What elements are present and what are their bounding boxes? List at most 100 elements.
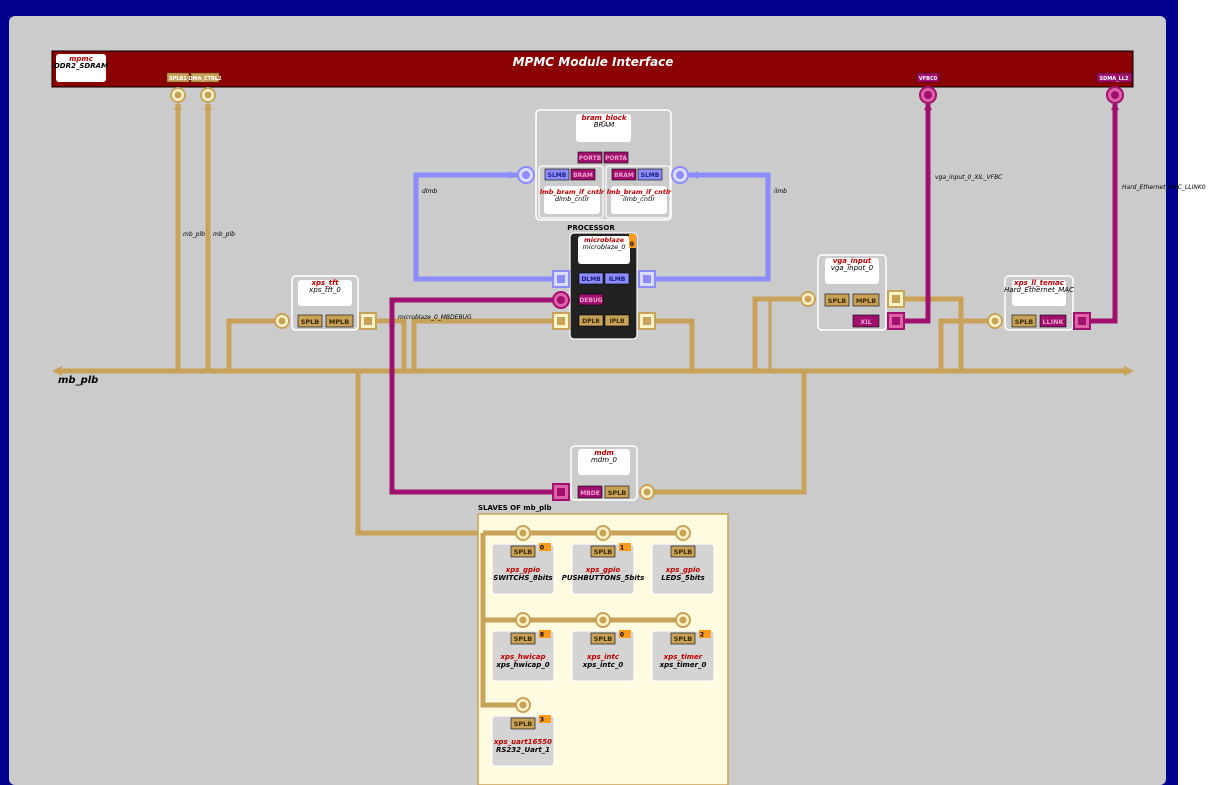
temac-splb-port[interactable] [1011,314,1037,328]
temac-llink-port[interactable] [1039,314,1067,328]
slave-badge [619,543,631,551]
microblaze-iplb-label: IPLB [609,318,624,325]
microblaze-dplb-port[interactable] [578,314,604,327]
dlmb-cntlr-bram-port[interactable] [570,168,596,181]
slave-splb-port[interactable] [590,632,616,645]
slave-splb-port[interactable] [510,717,536,730]
mpmc-port-dma-ctrl2-label: DMA_CTRL2 [188,76,222,82]
ilmb-cntlr-bram-port[interactable] [611,168,637,181]
mb-plb-label: mb_plb [58,375,98,386]
microblaze-label-box [578,236,630,264]
slave-splb-port[interactable] [670,632,696,645]
temac-splb-bus[interactable] [938,318,988,371]
bram-portb-label: PORTB [579,155,602,162]
ilmb-cntlr-slmb-port[interactable] [637,168,663,181]
connector-dot [991,317,999,325]
ilmb-cntlr-label-box [611,186,667,214]
connector-dot [519,701,527,709]
llink-arrow [1111,102,1119,110]
connector-dot [364,317,372,325]
slave-splb-port[interactable] [590,545,616,558]
mpmc-port-splb1[interactable] [166,72,190,83]
slave-type: xps_timer [663,653,703,661]
vga-input-xil-port[interactable] [852,314,880,328]
slave-badge [699,630,711,638]
dplb-bus[interactable] [411,318,554,371]
tft-mplb-bus[interactable] [376,318,407,371]
dlmb-bus[interactable] [413,172,553,282]
slave-badge-text: 1 [620,545,624,552]
debug-label: microblaze_0_MBDEBUG [398,314,472,321]
slave-splb-port[interactable] [510,632,536,645]
mpmc-dma-arrow [204,102,212,110]
slave-name: LEDS_5bits [661,574,704,582]
bram-label-box [576,114,631,142]
mpmc-name: DDR2_SDRAM [54,62,108,70]
diagram-canvas [9,16,1166,785]
tft-splb-bus[interactable] [226,318,282,371]
microblaze-dlmb-label: DLMB [581,276,601,283]
connector-dot [522,171,530,179]
connector-dot [643,275,651,283]
mb-plb-arrow-left [52,366,62,376]
dlmb-cntlr-slmb-port[interactable] [544,168,570,181]
connector-dot [174,91,182,99]
vga-mplb-bus[interactable] [903,296,964,371]
slave-badge [539,630,551,638]
microblaze-dlmb-port[interactable] [578,272,604,285]
mpmc-port-dma-ctrl2[interactable] [190,72,220,83]
xps-tft-mplb-port[interactable] [325,314,354,328]
ilmb-bus[interactable] [656,172,771,282]
connector-dot [599,616,607,624]
mpmc-port-sdma-ll2[interactable] [1096,72,1133,83]
vga-input-mplb-port[interactable] [852,293,880,307]
slave-type: xps_gpio [585,566,621,574]
slave-splb-label: SPLB [594,548,613,556]
vfbc-bus[interactable] [904,104,931,324]
mdm-splb-port[interactable] [604,485,630,499]
mpmc-port-splb1-label: SPLB1 [169,76,187,82]
mb-plb-arrow-right [1124,366,1134,376]
connector-dot [892,317,900,325]
bram-portb[interactable] [577,151,603,164]
xps-tft-splb-label: SPLB [301,318,320,326]
xps-tft-splb-port[interactable] [297,314,323,328]
bram-type: bram_block [581,114,627,122]
mpmc-port-vfbc0[interactable] [916,72,940,83]
slave-splb-port[interactable] [510,545,536,558]
bram-porta[interactable] [603,151,629,164]
microblaze-debug-port[interactable] [578,293,604,306]
slave-badge [539,543,551,551]
slave-badge-text: 8 [540,632,544,639]
mdm-name: mdm_0 [591,456,618,464]
mpmc-port-sdma-ll2-label: SDMA_LL2 [1100,76,1129,82]
connector-dot [519,616,527,624]
slave-name: SWITCHS_8bits [493,574,552,582]
slave-type: xps_hwicap [500,653,546,661]
bram-name: BRAM [594,121,615,129]
mpmc-type: mpmc [69,55,94,63]
iplb-bus[interactable] [654,318,695,371]
slave-label-box [656,561,710,589]
slave-splb-port[interactable] [670,545,696,558]
microblaze-badge [629,234,636,248]
slave-type: xps_gpio [505,566,541,574]
mdm-mbde-port[interactable] [577,485,603,499]
microblaze-ilmb-label: ILMB [609,276,626,283]
llink-bus[interactable] [1090,104,1118,324]
slave-splb-label: SPLB [674,635,693,643]
temac-splb-label: SPLB [1015,318,1034,326]
ilmb-cntlr-name: ilmb_cntlr [623,195,656,203]
xps-tft-label-box [298,280,352,306]
dlmb-cntlr-name: dlmb_cntlr [555,195,591,203]
mdm-splb-bus[interactable] [654,371,807,495]
vga-input-splb-port[interactable] [824,293,850,307]
debug-bus[interactable] [389,297,553,495]
microblaze-ilmb-port[interactable] [604,272,630,285]
connector-dot [892,295,900,303]
mdm-label-box [578,449,630,475]
connector-dot [599,529,607,537]
slave-name: xps_intc_0 [582,661,624,669]
microblaze-iplb-port[interactable] [604,314,630,327]
